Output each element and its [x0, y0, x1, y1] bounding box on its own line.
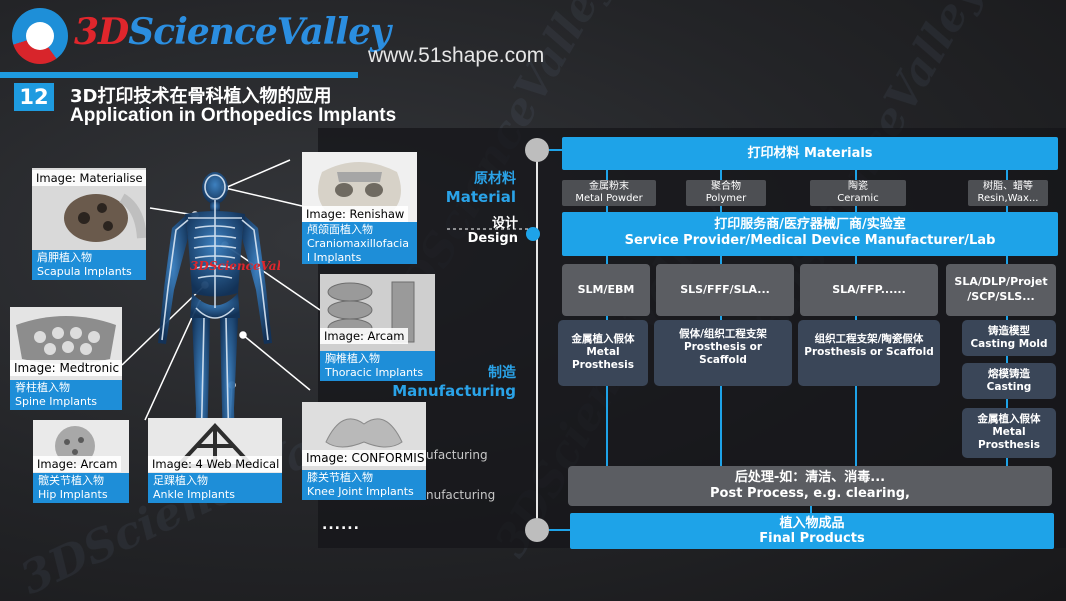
post-process-bar: 后处理-如：清洁、消毒...Post Process, e.g. clearin… — [568, 466, 1052, 506]
timeline-design-node — [526, 227, 540, 241]
connector-dot — [239, 331, 247, 339]
flow-connector — [720, 168, 722, 468]
page-title-en: Application in Orthopedics Implants — [70, 105, 397, 126]
connector-skull-1 — [224, 187, 303, 207]
connector-thoracic — [224, 244, 321, 311]
flow-connector — [810, 505, 812, 519]
page-title-cn: 3D打印技术在骨科植入物的应用 — [70, 86, 332, 107]
image-source-label: Image: Arcam — [33, 456, 122, 472]
image-source-label: Image: Medtronic — [10, 360, 122, 376]
image-source-label: Image: Materialise — [32, 170, 146, 186]
site-url: www.51shape.com — [368, 44, 545, 67]
process-slm-ebm: SLM/EBM — [562, 264, 650, 316]
header-divider — [0, 72, 358, 78]
image-source-label: Image: Arcam — [320, 328, 409, 344]
process-sla-dlp-projet: SLA/DLP/Projet/SCP/SLS... — [946, 264, 1056, 316]
skeleton-watermark: 3DScienceValley — [190, 259, 280, 273]
connector-skull-2 — [224, 159, 291, 189]
stage-design: 设计 Design — [467, 216, 518, 246]
timeline-dots: ...... — [322, 517, 360, 533]
flow-connector — [855, 168, 857, 468]
process-sla-ffp: SLA/FFP...... — [800, 264, 938, 316]
logo-wordmark: 3DScienceValley — [74, 11, 391, 53]
stage-manufacturing: 制造 Manufacturing — [392, 365, 516, 400]
connector-knee — [242, 334, 311, 391]
flow-connector — [606, 316, 608, 466]
timeline-end-node — [525, 518, 549, 542]
process-sls-fff-sla: SLS/FFF/SLA... — [656, 264, 794, 316]
ghost-text: ufacturing — [426, 448, 488, 462]
slide-number: 12 — [14, 83, 54, 111]
ghost-text: nufacturing — [426, 488, 496, 502]
image-source-label: Image: Renishaw — [302, 206, 409, 222]
provider-bar: 打印服务商/医疗器械厂商/实验室 Service Provider/Medica… — [562, 212, 1058, 256]
materials-bar: 打印材料 Materials — [562, 137, 1058, 170]
image-source-label: Image: 4 Web Medical — [148, 456, 282, 472]
image-source-label: Image: CONFORMIS — [302, 450, 426, 466]
stage-material: 原材料 Material — [445, 171, 516, 206]
timeline-start-node — [525, 138, 549, 162]
connector-hip — [144, 299, 201, 421]
logo-icon — [12, 8, 68, 64]
